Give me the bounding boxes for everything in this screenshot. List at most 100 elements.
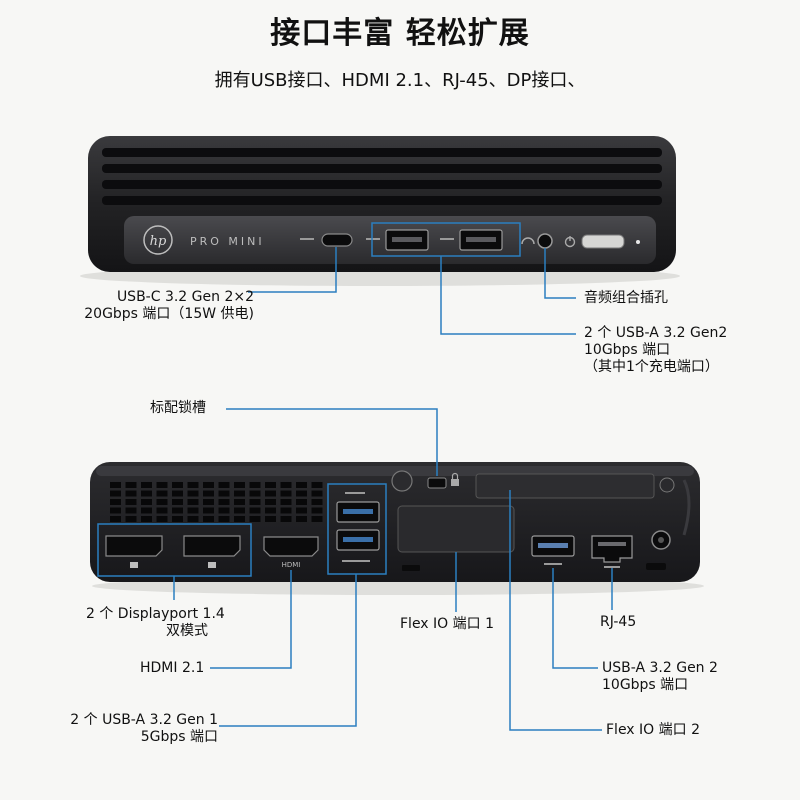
headset-icon <box>521 237 535 245</box>
dp-icon <box>130 562 216 568</box>
label-usb-c: USB-C 3.2 Gen 2×2 20Gbps 端口（15W 供电) <box>84 289 254 322</box>
hdmi-port-mark: HDMI <box>282 561 301 569</box>
vent-hole <box>311 499 323 505</box>
usb-a-gen1-port-2 <box>336 529 380 551</box>
vent-hole <box>187 516 199 522</box>
vent-hole <box>265 507 276 514</box>
vent-hole <box>156 499 168 505</box>
power-led <box>636 240 640 244</box>
hdmi-port <box>263 536 319 557</box>
hdmi-leader <box>210 570 292 669</box>
usb-c-leader <box>248 247 337 293</box>
label-lock-slot: 标配锁槽 <box>150 400 206 416</box>
vent-hole <box>218 516 230 522</box>
vent-hole <box>125 507 137 514</box>
label-flex-io-2: Flex IO 端口 2 <box>606 722 701 738</box>
usb-ss-icon-rear <box>342 492 370 562</box>
usb-a-gen2-port <box>531 535 575 557</box>
vent-hole <box>125 516 137 522</box>
vent-hole <box>203 516 214 522</box>
usb-c-port <box>321 233 353 247</box>
vent-hole <box>249 482 261 488</box>
vent-hole <box>249 516 261 522</box>
flex-io-2-panel <box>475 473 655 499</box>
usb-gen2-leader <box>552 568 598 669</box>
vent-hole <box>125 482 137 488</box>
vent-hole <box>311 490 323 497</box>
front-vent-slots <box>102 148 662 205</box>
displayport-1 <box>105 535 163 557</box>
vent-hole <box>141 490 152 497</box>
vent-hole <box>172 499 183 505</box>
usb-a-gen1-port-1 <box>336 501 380 523</box>
front-callouts <box>248 222 576 335</box>
lock-icon <box>451 472 459 486</box>
small-slot <box>402 565 420 571</box>
vent-hole <box>110 507 121 514</box>
usb-ss10-icon <box>544 563 562 565</box>
lock-slot-leader <box>226 408 438 476</box>
label-displayport: 2 个 Displayport 1.4 双模式 <box>86 606 225 639</box>
cable-hook <box>682 479 691 536</box>
vent-hole <box>203 482 214 488</box>
vent-hole <box>234 507 245 514</box>
usb-ss-icon-front <box>300 238 454 240</box>
rj45-port <box>591 535 633 563</box>
vent-hole <box>296 490 307 497</box>
rear-vent-grid <box>110 482 323 522</box>
vent-hole <box>187 499 199 505</box>
vent-hole <box>311 516 323 522</box>
usb-a-port-1 <box>385 229 429 251</box>
vent-hole <box>203 490 214 497</box>
rear-screw <box>659 477 675 493</box>
page-subtitle: 拥有USB接口、HDMI 2.1、RJ-45、DP接口、 <box>214 70 586 91</box>
vent-hole <box>280 507 292 514</box>
label-hdmi: HDMI 2.1 <box>140 660 205 676</box>
flex-io-1-cover <box>397 505 515 553</box>
lock-slot <box>427 477 447 489</box>
audio-jack <box>537 233 553 249</box>
vent-hole <box>141 507 152 514</box>
vent-hole <box>249 507 261 514</box>
vent-hole <box>218 507 230 514</box>
vent-hole <box>234 499 245 505</box>
rear-vent-small <box>646 563 666 570</box>
vent-hole <box>187 482 199 488</box>
power-icon <box>564 236 576 248</box>
vent-hole <box>218 499 230 505</box>
vent-hole <box>110 499 121 505</box>
vent-hole <box>172 490 183 497</box>
vent-hole <box>110 482 121 488</box>
rear-callouts <box>97 408 613 731</box>
vent-hole <box>172 482 183 488</box>
usb-a-highlight-box <box>371 222 521 257</box>
thumbscrew <box>391 470 413 492</box>
vent-hole <box>141 482 152 488</box>
vent-hole <box>187 490 199 497</box>
vent-hole <box>280 516 292 522</box>
vent-hole <box>311 482 323 488</box>
vent-hole <box>296 499 307 505</box>
vent-hole <box>265 490 276 497</box>
vent-hole <box>187 507 199 514</box>
vent-hole <box>110 516 121 522</box>
usb-a-leader <box>440 256 576 335</box>
label-usb-a-gen1: 2 个 USB-A 3.2 Gen 1 5Gbps 端口 <box>70 712 218 745</box>
vent-hole <box>156 516 168 522</box>
vent-hole <box>265 516 276 522</box>
audio-leader <box>544 248 576 299</box>
usb-gen1-leader <box>219 574 357 727</box>
vent-hole <box>296 482 307 488</box>
hp-logo <box>143 225 173 255</box>
vent-hole <box>296 516 307 522</box>
vent-hole <box>265 482 276 488</box>
vent-hole <box>280 490 292 497</box>
front-chassis: hp PRO MINI <box>80 136 680 286</box>
vent-hole <box>249 490 261 497</box>
vent-hole <box>249 499 261 505</box>
vent-hole <box>172 507 183 514</box>
vent-hole <box>125 490 137 497</box>
vent-hole <box>203 499 214 505</box>
displayport-2 <box>183 535 241 557</box>
